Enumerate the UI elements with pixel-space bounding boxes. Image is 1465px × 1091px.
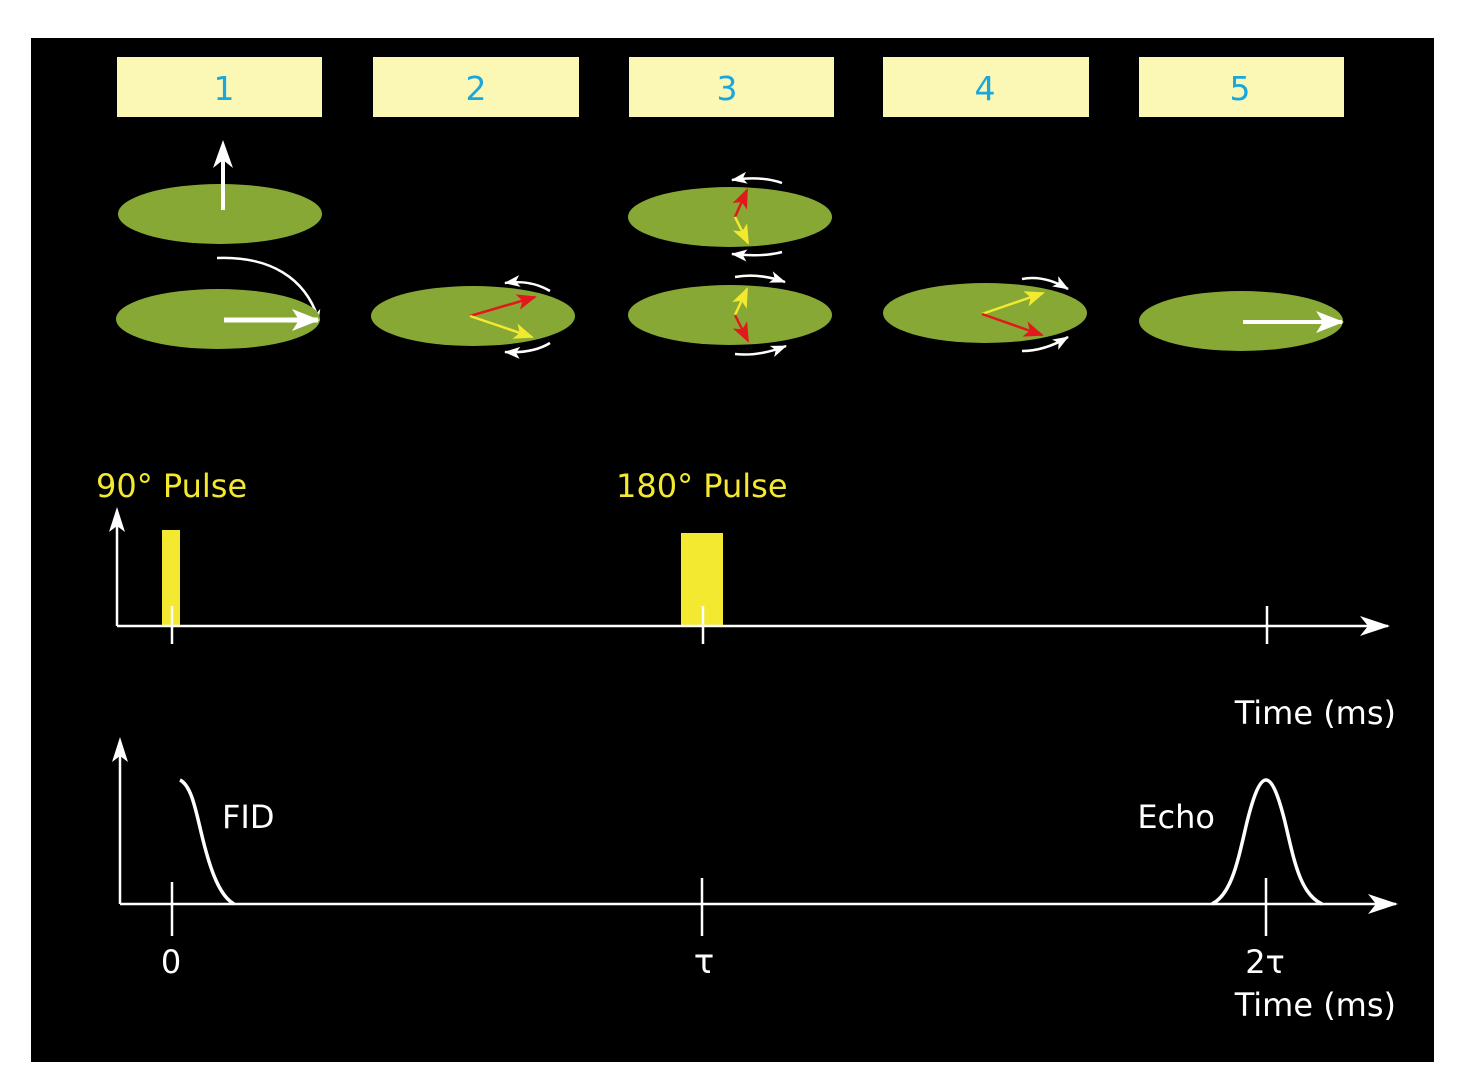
rephase-curve-bottom-3 <box>734 344 787 358</box>
step-number-1: 1 <box>214 69 235 108</box>
tick-label-2tau: 2τ <box>1245 943 1285 981</box>
disk-step1-bottom <box>116 289 320 349</box>
fid-curve <box>179 778 235 906</box>
step-box-4: 4 <box>883 57 1089 117</box>
disk-step5 <box>1139 291 1343 351</box>
step-box-3: 3 <box>629 57 834 117</box>
step-box-2: 2 <box>373 57 579 117</box>
slow-spin-arrow-4 <box>981 291 1045 316</box>
signal-axis-label: Time (ms) <box>1234 986 1396 1024</box>
dephase-curve-up-2 <box>504 275 551 293</box>
fast-spin-arrow-2 <box>469 294 537 318</box>
dephase-curve-down-2 <box>504 341 551 359</box>
rephase-curve-up-4 <box>1021 276 1069 291</box>
echo-label: Echo <box>1137 798 1215 836</box>
slow-spin-arrow-2 <box>469 314 534 339</box>
fast-spin-arrow-3-top <box>732 188 749 218</box>
flip-curve-arrow <box>216 256 321 320</box>
echo-curve <box>1211 778 1323 906</box>
tick-label-0: 0 <box>161 943 181 981</box>
magnetization-vertical-arrow <box>213 140 233 210</box>
rephase-curve-down-4 <box>1021 335 1069 353</box>
step-number-4: 4 <box>975 69 996 108</box>
pulse-180-label: 180° Pulse <box>616 467 788 505</box>
pulse-90-bar <box>162 530 180 626</box>
flip-curve-top-3 <box>731 171 783 185</box>
slow-spin-arrow-3-bottom <box>732 287 749 316</box>
rephase-curve-top-3 <box>734 271 786 284</box>
signal-y-axis-arrowhead <box>112 737 128 762</box>
disk-step3-top <box>628 187 832 247</box>
tick-label-tau: τ <box>694 942 714 982</box>
step-number-3: 3 <box>717 69 738 108</box>
flip-curve-bottom-3 <box>731 249 783 262</box>
pulse-axis-label: Time (ms) <box>1234 694 1396 732</box>
disk-step1-top <box>118 184 322 244</box>
step-box-5: 5 <box>1139 57 1344 117</box>
step-number-2: 2 <box>466 69 487 108</box>
pulse-y-axis-arrowhead <box>109 507 125 532</box>
disk-step3-bottom <box>628 285 832 345</box>
fid-label: FID <box>222 798 274 836</box>
slow-spin-arrow-3-top <box>732 216 750 245</box>
fast-spin-arrow-3-bottom <box>732 314 750 343</box>
fast-spin-arrow-4 <box>981 312 1044 337</box>
step-box-1: 1 <box>117 57 322 117</box>
step-number-5: 5 <box>1230 69 1251 108</box>
pulse-90-label: 90° Pulse <box>96 467 247 505</box>
